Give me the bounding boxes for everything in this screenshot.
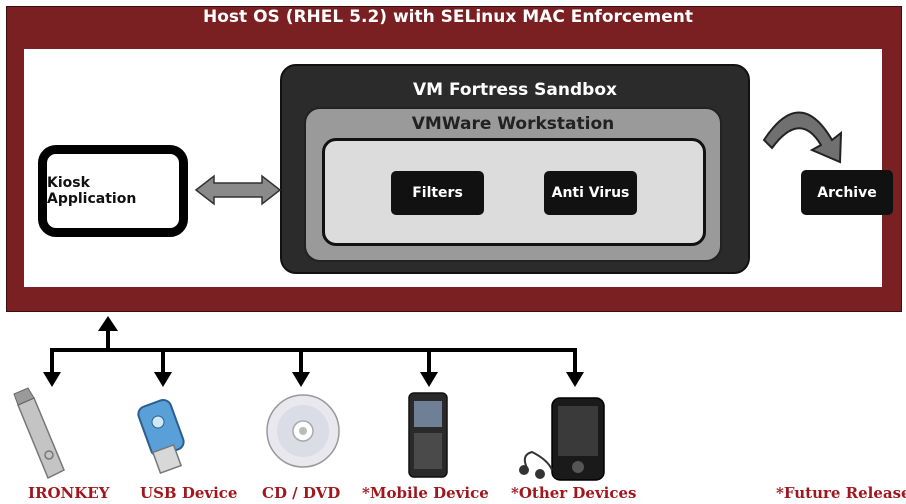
usb-drive-icon <box>137 399 185 475</box>
sandbox-archive-curved-arrow <box>762 111 843 164</box>
vm-fortress-sandbox-title: VM Fortress Sandbox <box>413 80 617 100</box>
host-input-arrow-head <box>98 316 118 331</box>
vm-guest-box <box>322 138 706 246</box>
device-label-other: *Other Devices <box>511 484 637 502</box>
device-label-usb: USB Device <box>140 484 238 502</box>
host-os-title: Host OS (RHEL 5.2) with SELinux MAC Enfo… <box>203 7 693 27</box>
mobile-phone-icon <box>408 392 448 478</box>
archive-label: Archive <box>817 184 877 201</box>
disc-icon <box>266 394 340 468</box>
future-release-note: *Future Release <box>776 484 906 502</box>
device-label-mobile: *Mobile Device <box>362 484 489 502</box>
anti-virus-label: Anti Virus <box>551 185 630 201</box>
archive-box: Archive <box>801 170 893 215</box>
kiosk-application-box: Kiosk Application <box>38 145 188 237</box>
kiosk-application-label: Kiosk Application <box>47 175 137 207</box>
media-player-icon <box>519 397 605 481</box>
anti-virus-module: Anti Virus <box>544 171 637 215</box>
ironkey-usb-icon <box>13 387 65 480</box>
filters-module: Filters <box>391 171 484 215</box>
device-label-cd-dvd: CD / DVD <box>262 484 341 502</box>
filters-label: Filters <box>412 185 463 201</box>
device-drop-arrows <box>43 350 584 387</box>
device-label-ironkey: IRONKEY <box>28 484 110 502</box>
kiosk-sandbox-double-arrow <box>194 174 282 206</box>
vmware-workstation-title: VMWare Workstation <box>411 114 615 134</box>
